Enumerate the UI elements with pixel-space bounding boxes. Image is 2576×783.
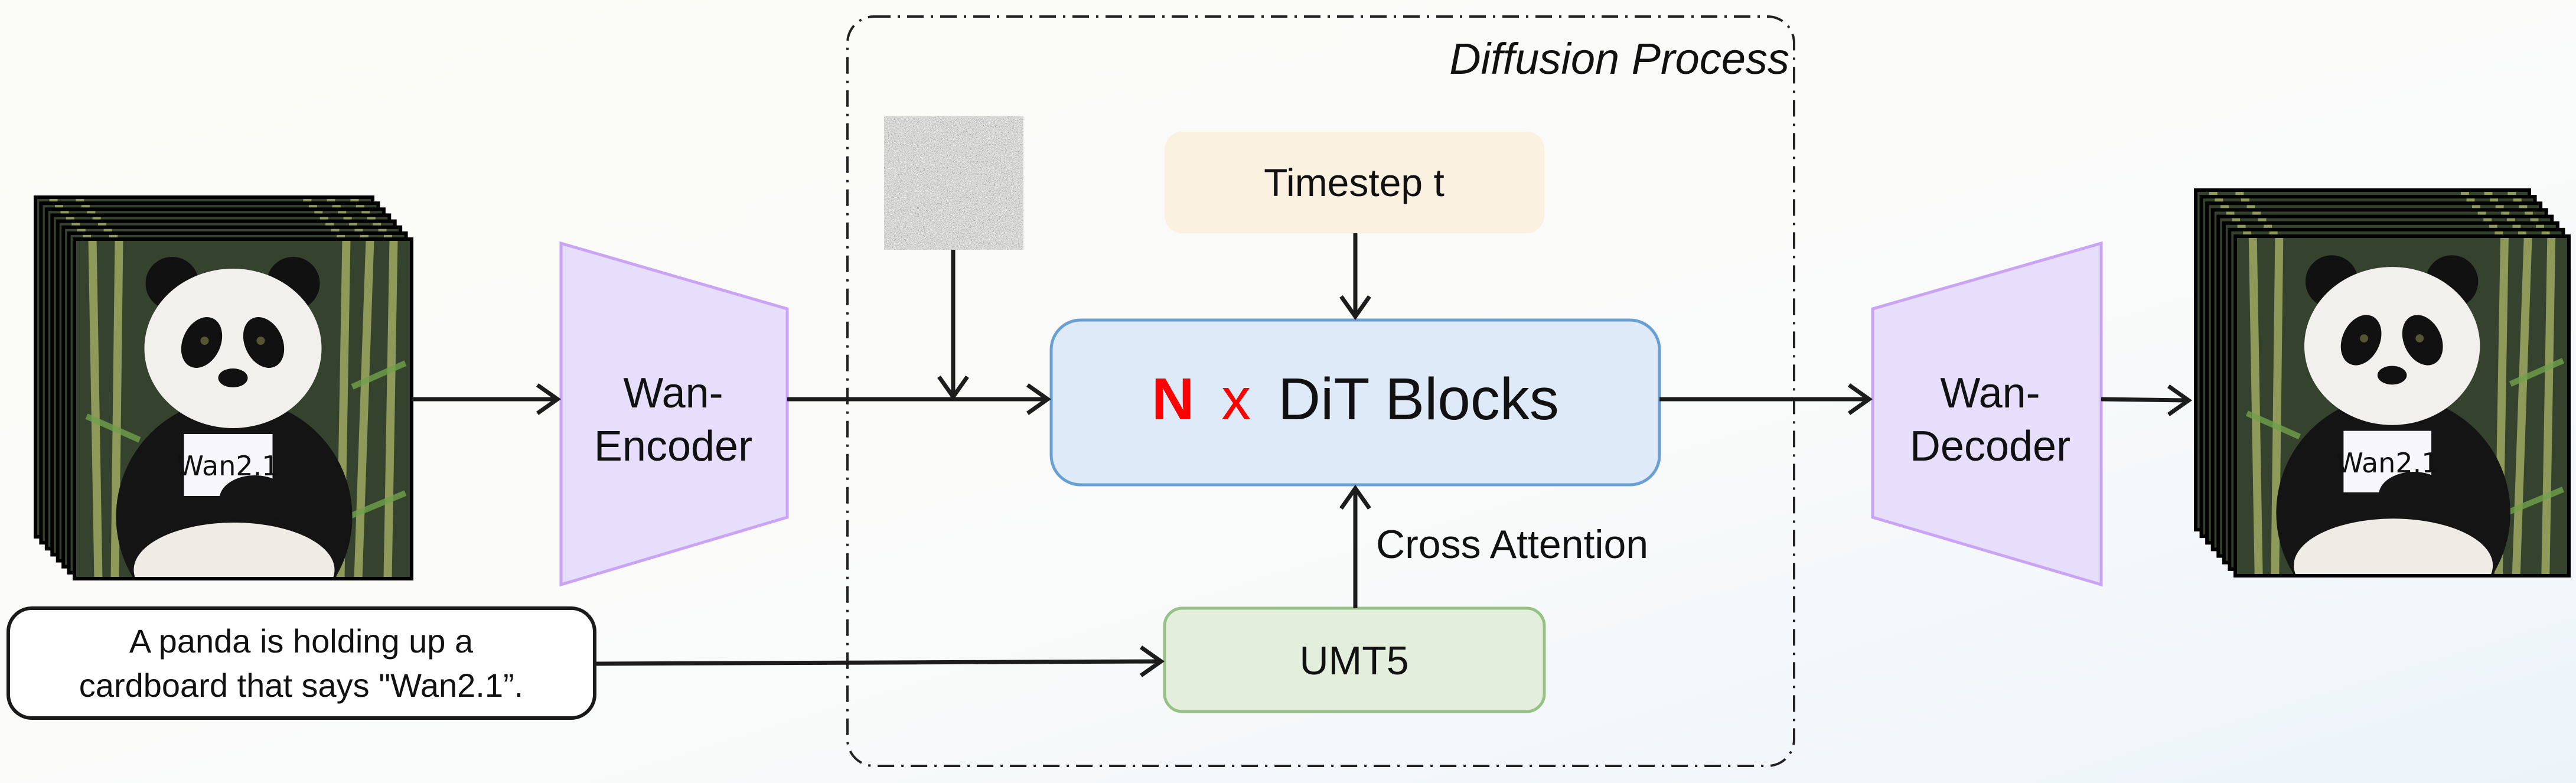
arrow-timestep-to-dit [1339,233,1371,321]
video-frame-border [2233,234,2571,578]
decoder-label-line1: Wan- [1940,370,2040,417]
prompt-line-2: cardboard that says "Wan2.1”. [79,667,523,704]
arrow-dit-to-decoder [1659,383,1873,415]
timestep-label: Timestep t [1264,161,1444,204]
arrow-decoder-to-output [2101,384,2193,416]
dit-blocks-label: DiT Blocks [1278,366,1559,432]
timestep-box: Timestep t [1165,132,1544,233]
video-frame [2235,238,2569,630]
encoder-label-line1: Wan- [623,370,723,417]
cross-attention-label: Cross Attention [1376,522,1648,567]
encoder-label-line2: Encoder [594,423,752,470]
output-panda-sign-text: Wan2.1 [2336,447,2438,479]
wan-decoder: Wan- Decoder [1871,241,2103,587]
video-frame-border [73,237,413,580]
input-panda-sign-text: Wan2.1 [177,450,279,482]
wan-encoder: Wan- Encoder [559,241,789,587]
output-video-frames [2194,188,2571,630]
umt5-text-encoder-box: UMT5 [1163,606,1546,713]
dit-count-n: N [1152,366,1194,432]
arrow-umt5-to-dit [1339,484,1371,608]
umt5-label: UMT5 [1299,638,1408,683]
arrow-encoder-to-dit [787,383,1052,415]
prompt-line-1: A panda is holding up a [129,622,474,660]
video-frame [75,239,412,635]
arrows [412,233,2193,677]
noise-latent-image [884,116,1023,250]
dit-blocks-box: N x DiT Blocks [1049,318,1661,487]
decoder-label-line2: Decoder [1910,423,2070,470]
arrow-prompt-to-umt5 [594,645,1165,677]
diffusion-process-boundary [846,15,1795,767]
arrow-noise-to-merge [937,250,969,401]
arrow-input-to-encoder [412,383,562,415]
input-video-frames [34,195,413,635]
text-prompt-box: A panda is holding up a cardboard that s… [6,606,596,720]
svg-text:N x DiT Blocks: N x DiT Blocks [1152,366,1559,432]
dit-multiply-x: x [1221,366,1251,432]
diffusion-process-label: Diffusion Process [1449,34,1789,83]
